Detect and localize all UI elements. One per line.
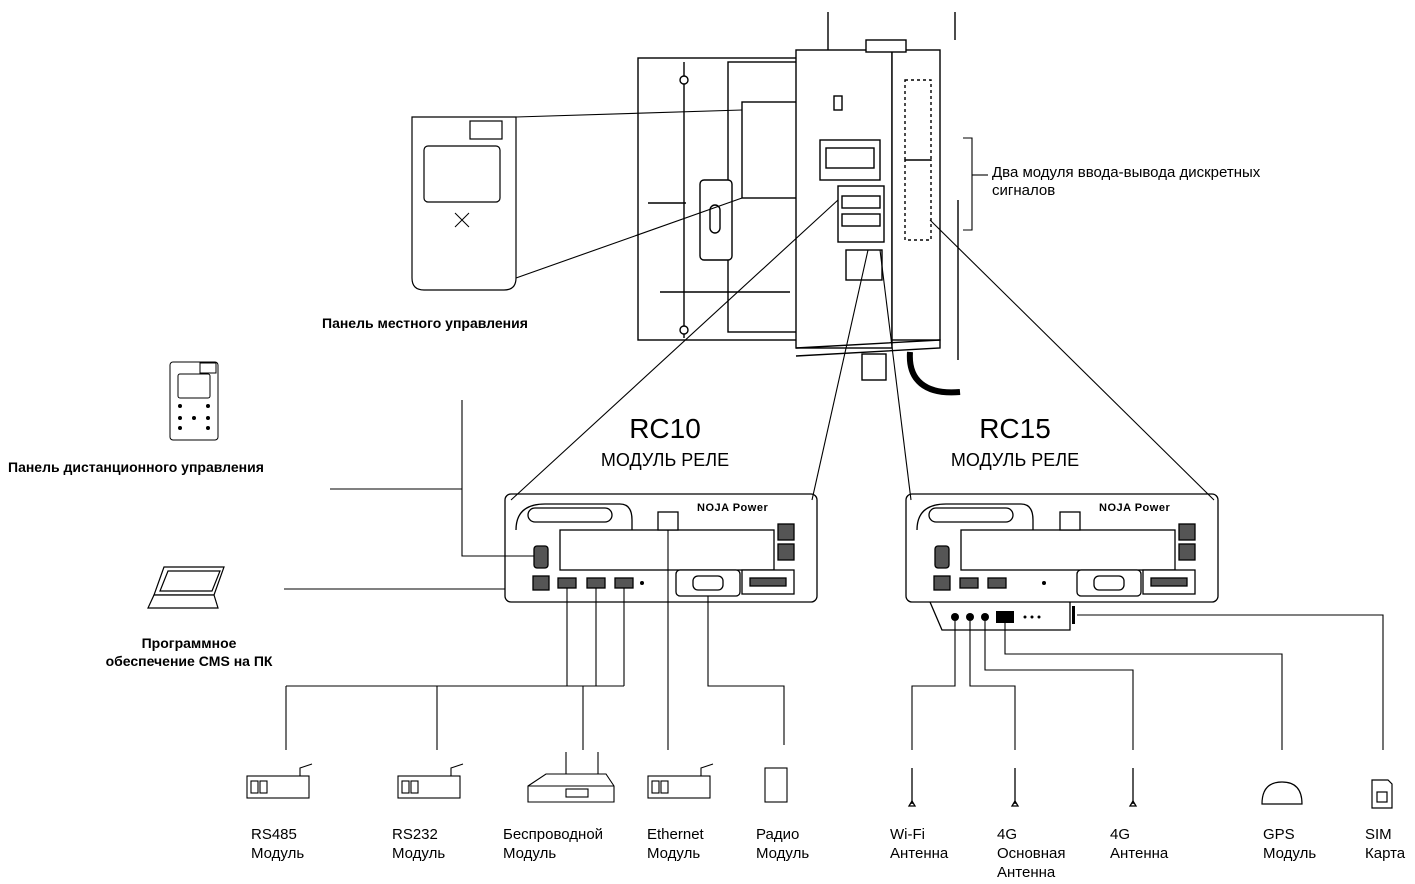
ethernet-module-icon bbox=[647, 763, 714, 799]
connection-lines bbox=[284, 109, 1384, 750]
sim-card-icon bbox=[1371, 779, 1393, 809]
remote-control-panel-image bbox=[169, 361, 219, 441]
wireless-module-icon bbox=[527, 752, 615, 803]
rc15-subtitle: МОДУЛЬ РЕЛЕ bbox=[950, 450, 1080, 470]
rc15-brand: NOJA Power bbox=[1099, 502, 1171, 514]
rc15-title: RC15 bbox=[979, 413, 1051, 444]
rs232-module-icon bbox=[397, 763, 464, 799]
wifi-antenna-icon bbox=[907, 768, 917, 807]
remote-panel-label: Панель дистанционного управления bbox=[8, 459, 264, 475]
rs485-module-icon bbox=[246, 763, 313, 799]
local-control-panel-image bbox=[411, 116, 517, 291]
local-panel-label: Панель местного управления bbox=[322, 315, 528, 331]
rc10-subtitle: МОДУЛЬ РЕЛЕ bbox=[600, 450, 730, 470]
control-cabinet bbox=[637, 12, 961, 396]
rc10-title: RC10 bbox=[629, 413, 701, 444]
rc10-relay-module bbox=[504, 493, 818, 603]
laptop-icon bbox=[147, 566, 225, 609]
cms-software-label: Программное обеспечение CMS на ПК bbox=[105, 635, 273, 669]
4g-antenna-icon bbox=[1128, 768, 1138, 807]
rc10-brand: NOJA Power bbox=[697, 502, 769, 514]
rc15-relay-module bbox=[905, 493, 1219, 631]
radio-module-icon bbox=[764, 767, 788, 803]
io-modules-label: Два модуля ввода-вывода дискретных сигна… bbox=[992, 164, 1261, 199]
4g-main-antenna-icon bbox=[1010, 768, 1020, 807]
gps-module-icon bbox=[1261, 781, 1303, 805]
